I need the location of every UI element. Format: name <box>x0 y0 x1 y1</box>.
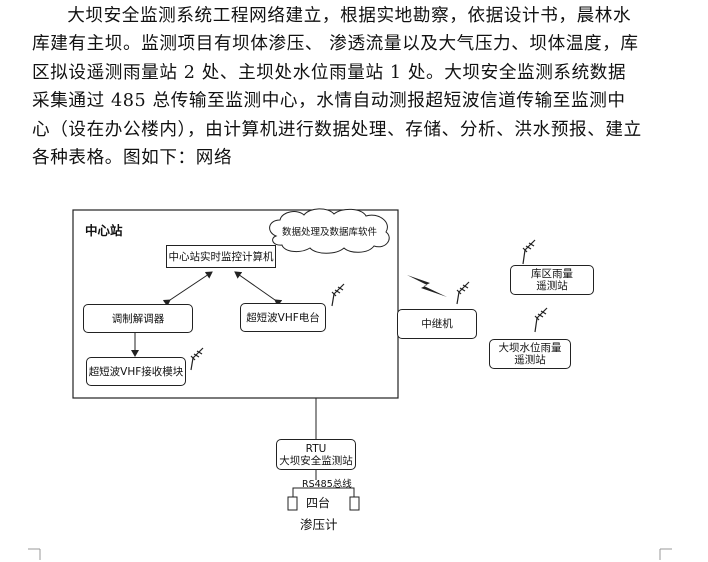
rs485-bus-label: RS485总线 <box>302 479 352 490</box>
antenna-receiver <box>190 347 204 371</box>
vhf-station-box: 超短波VHF电台 <box>240 303 326 332</box>
antenna-rain-1 <box>522 239 536 265</box>
antenna-rain-2 <box>534 307 548 333</box>
rain-station-1-line2: 遥测站 <box>536 280 568 292</box>
modem-to-computer-arrow <box>162 271 213 307</box>
antenna-vhf-station <box>331 283 345 307</box>
cloud-label: 数据处理及数据库软件 <box>282 227 378 238</box>
sensor-left <box>287 496 298 511</box>
monitor-computer-box: 中心站实时监控计算机 <box>166 245 276 268</box>
sensor-type-label: 渗压计 <box>300 517 338 532</box>
monitor-computer-label: 中心站实时监控计算机 <box>168 250 274 263</box>
center-station-label: 中心站 <box>85 223 123 238</box>
lightning-icon <box>407 275 447 297</box>
body-paragraph: 大坝安全监测系统工程网络建立，根据实地勘察，依据设计书，晨林水库建有主坝。监测项… <box>32 6 642 169</box>
crop-marks <box>28 548 672 560</box>
vhf-to-computer-arrow <box>234 271 283 307</box>
rain-station-2-box: 大坝水位雨量 遥测站 <box>489 339 571 369</box>
rtu-line1: RTU <box>305 442 327 455</box>
rtu-box: RTU 大坝安全监测站 <box>276 439 356 470</box>
repeater-box: 中继机 <box>397 309 477 339</box>
rain-station-2-line1: 大坝水位雨量 <box>498 342 562 354</box>
vhf-receiver-label: 超短波VHF接收模块 <box>88 365 184 378</box>
rs485-bus-line <box>292 487 355 497</box>
modem-label: 调制解调器 <box>111 312 165 325</box>
sensor-right <box>349 496 360 511</box>
vhf-receiver-box: 超短波VHF接收模块 <box>86 357 186 386</box>
repeater-label: 中继机 <box>421 318 453 330</box>
center-station-frame <box>72 209 399 399</box>
rain-station-1-line1: 库区雨量 <box>531 268 573 280</box>
cloud-shape <box>269 208 390 254</box>
sensor-count-label: 四台 <box>306 496 331 510</box>
antenna-repeater <box>456 281 470 305</box>
antenna-icons <box>190 239 548 371</box>
vhf-station-label: 超短波VHF电台 <box>246 311 320 324</box>
rain-station-1-box: 库区雨量 遥测站 <box>510 265 594 295</box>
rain-station-2-line2: 遥测站 <box>514 354 546 366</box>
modem-box: 调制解调器 <box>83 304 193 333</box>
rtu-line2: 大坝安全监测站 <box>279 454 353 467</box>
